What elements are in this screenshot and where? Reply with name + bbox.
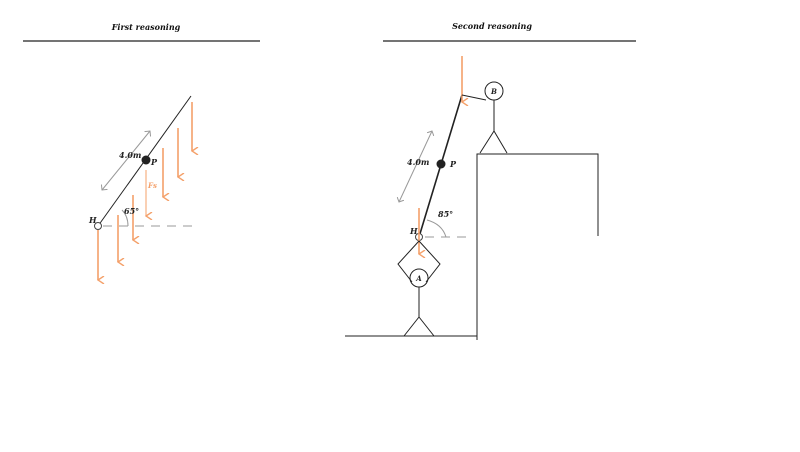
hinge-label: H bbox=[409, 226, 418, 236]
length-arrow bbox=[399, 131, 432, 202]
person-b: B bbox=[461, 81, 508, 154]
hinge-label: H bbox=[88, 215, 97, 225]
length-label: 4.0m bbox=[119, 150, 141, 160]
length-label: 4.0m bbox=[407, 157, 429, 167]
panel-title: Second reasoning bbox=[452, 21, 532, 31]
point-label: P bbox=[449, 159, 457, 169]
person-a-label: A bbox=[415, 274, 422, 283]
length-arrow bbox=[102, 131, 150, 190]
point-p bbox=[141, 155, 151, 165]
force-label: Fs bbox=[147, 181, 157, 190]
hinge bbox=[94, 222, 102, 230]
panel-title: First reasoning bbox=[111, 22, 181, 32]
angle-arc bbox=[121, 209, 129, 227]
point-label: P bbox=[150, 157, 158, 167]
point-p bbox=[436, 159, 446, 169]
person-a: A bbox=[397, 240, 441, 337]
angle-label: 65° bbox=[124, 206, 139, 216]
person-b-label: B bbox=[490, 87, 497, 96]
second-reasoning-panel: Second reasoning B A 4.0m P H 85° bbox=[345, 21, 636, 340]
force-arrows bbox=[98, 102, 192, 280]
angle-arc bbox=[426, 219, 447, 238]
first-reasoning-panel: First reasoning 4.0m P H 65° Fs bbox=[23, 22, 260, 280]
angle-label: 85° bbox=[438, 209, 453, 219]
platform bbox=[476, 153, 599, 340]
